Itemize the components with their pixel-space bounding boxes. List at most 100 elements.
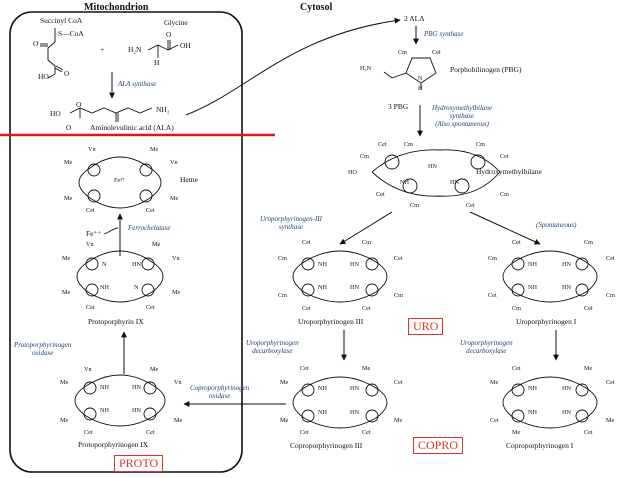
sub-cet: Cet (606, 379, 615, 386)
sub-hn: HN (428, 163, 437, 170)
sub-hn: HN (562, 385, 571, 392)
uro3-ring (292, 250, 388, 303)
enzyme-ferrochelatase: Ferrochelatase (128, 224, 171, 232)
sub-hn: HN (350, 409, 359, 416)
sub-cet: Cet (500, 153, 509, 160)
sub-cm: Cm (394, 292, 403, 299)
sub-me: Me (490, 379, 499, 386)
sub-cm: Cm (476, 141, 485, 148)
sub-cet: Cet (394, 379, 403, 386)
sub-cm: Cm (606, 292, 615, 299)
sub-cet: Cet (378, 141, 387, 148)
label-o-2: O (166, 30, 172, 39)
sub-nh: NH (100, 407, 109, 414)
label-o-1: O (33, 39, 39, 48)
sub-cet: Cet (86, 207, 95, 214)
sub-cet: Cet (584, 429, 593, 436)
sub-n: N (418, 75, 423, 82)
label-s-coa: S—CoA (58, 29, 84, 38)
sub-cm: Cm (278, 292, 287, 299)
sub-cm: Cm (410, 202, 419, 209)
label-hmb: Hydroxymethylbilane (476, 167, 542, 176)
sub-me: Me (150, 146, 159, 153)
enzyme-protoporphyrinogen-oxidase: Protoporphyrinogen oxidase (14, 341, 72, 358)
label-uro3: Uroporphyrinogen III (298, 317, 364, 326)
enzyme-copro-oxidase: Coproporphyrinogen oxidase (190, 384, 250, 401)
sub-me: Me (394, 417, 403, 424)
sub-cm: Cm (512, 305, 521, 312)
sub-hn: HN (562, 261, 571, 268)
sub-cet: Cet (300, 429, 309, 436)
sub-n: N (134, 284, 139, 291)
label-ala: Aminolevulinic acid (ALA) (90, 123, 174, 132)
label-o-3: O (64, 69, 70, 78)
sub-hn: HN (350, 261, 359, 268)
header-mitochondrion: Mitochondrion (84, 2, 149, 13)
succinyl-coa-structure (40, 28, 64, 79)
sub-me: Me (60, 379, 69, 386)
arrow-to-uro1 (469, 211, 541, 245)
sub-me: Me (170, 195, 179, 202)
protoporphyrinogen-ring (74, 374, 166, 427)
label-o-5: O (66, 123, 72, 132)
sub-cm: Cm (398, 49, 407, 56)
pbg-structure (383, 57, 437, 90)
sub-cet: Cet (466, 202, 475, 209)
enzyme-ala-synthase: ALA synthase (118, 80, 157, 88)
sub-vn: Vn (84, 366, 92, 373)
sub-n: N (102, 261, 107, 268)
sub-nh: NH (100, 284, 109, 291)
sub-nh: NH (528, 409, 537, 416)
label-2-ala: 2 ALA (404, 14, 425, 23)
enzyme-uro-decarb-left: Uroporphyrinogen decarboxylase (246, 339, 299, 356)
label-h: H (154, 58, 160, 67)
copro1-ring (502, 376, 598, 429)
tag-copro: COPRO (413, 437, 464, 455)
sub-nh: NH (528, 261, 537, 268)
label-3-pbg: 3 PBG (388, 102, 409, 111)
label-spontaneous: (Spontaneous) (536, 221, 577, 229)
sub-cet: Cet (362, 305, 371, 312)
sub-me: Me (60, 417, 69, 424)
arrow-fe-entry (103, 227, 119, 235)
sub-me: Me (62, 255, 71, 262)
sub-vn: Vn (88, 146, 96, 153)
sub-cet: Cet (300, 365, 309, 372)
sub-me: Me (62, 289, 71, 296)
sub-me: Me (64, 159, 73, 166)
uro1-ring (502, 250, 598, 303)
sub-cet: Cet (394, 255, 403, 262)
sub-me: Me (584, 365, 593, 372)
sub-me: Me (152, 241, 161, 248)
label-copro3: Coproporphyrinogen III (290, 441, 363, 450)
sub-cet: Cet (432, 49, 441, 56)
sub-cet: Cet (146, 207, 155, 214)
label-plus: + (100, 45, 105, 54)
label-heme: Heme (180, 175, 198, 184)
label-glycine: Glycine (164, 18, 188, 27)
label-protoporphyrinogen: Protoporphyrinogen IX (78, 440, 149, 449)
sub-cet: Cet (302, 305, 311, 312)
label-pbg: Porphobilinogen (PBG) (450, 65, 522, 74)
sub-nh: NH (400, 179, 409, 186)
sub-me: Me (512, 429, 521, 436)
label-fe3: Fe³⁺ (114, 177, 126, 184)
sub-hn: HN (350, 385, 359, 392)
tag-uro: URO (408, 318, 444, 336)
sub-ho: HO (348, 169, 357, 176)
sub-cm: Cm (404, 141, 413, 148)
sub-cet: Cet (376, 191, 385, 198)
label-o-4: O (76, 100, 82, 109)
sub-hn: HN (350, 284, 359, 291)
label-copro1: Coproporphyrinogen I (506, 441, 574, 450)
sub-me: Me (172, 289, 181, 296)
sub-hn: HN (132, 407, 141, 414)
ala-structure (69, 107, 153, 122)
sub-me: Me (280, 379, 289, 386)
sub-nh: NH (528, 284, 537, 291)
sub-hn: HN (562, 284, 571, 291)
hmb-structure (371, 149, 501, 197)
sub-h2n: H₂N (360, 65, 372, 72)
sub-cm: Cm (278, 255, 287, 262)
